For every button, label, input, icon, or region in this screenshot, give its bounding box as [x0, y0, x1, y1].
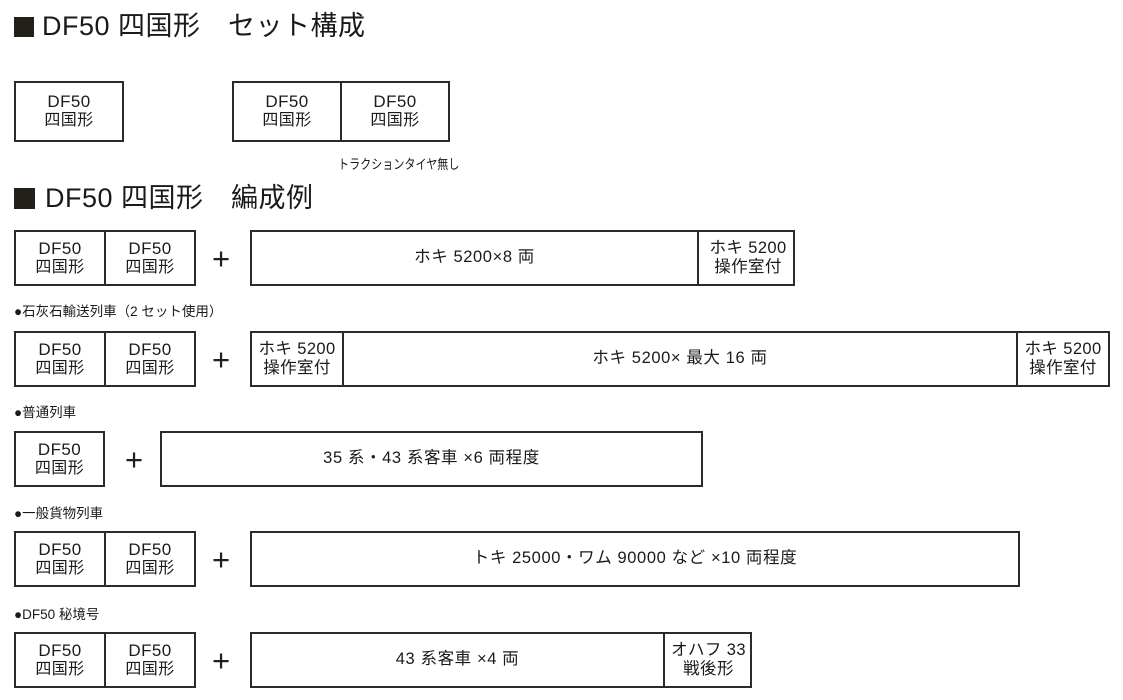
- consist-label: ホキ 5200× 最大 16 両: [592, 349, 768, 368]
- formation-row-consist: 43 系客車 ×4 両 オハフ 33 戦後形: [250, 632, 752, 688]
- formation-row-locos: DF50 四国形: [14, 431, 105, 487]
- loco-variant-label: 四国形: [34, 459, 85, 477]
- loco-cell: DF50 四国形: [234, 83, 340, 140]
- loco-variant-label: 四国形: [125, 660, 175, 678]
- loco-model-label: DF50: [47, 92, 91, 112]
- section-title-formation-examples: DF50 四国形 編成例: [45, 183, 314, 213]
- consist-label: ホキ 5200×8 両: [414, 248, 535, 267]
- consist-cell: ホキ 5200 操作室付: [697, 232, 797, 284]
- loco-variant-label: 四国形: [125, 559, 175, 577]
- set-pair-loco-box: DF50 四国形 DF50 四国形: [232, 81, 450, 142]
- formation-row-locos: DF50 四国形 DF50 四国形: [14, 632, 196, 688]
- consist-label: トキ 25000・ワム 90000 など ×10 両程度: [472, 549, 798, 568]
- loco-model-label: DF50: [128, 238, 172, 258]
- consist-label: オハフ 33: [671, 640, 746, 659]
- black-square-bullet-icon: [14, 16, 34, 37]
- traction-tire-annotation: トラクションタイヤ無し: [338, 157, 460, 172]
- loco-variant-label: 四国形: [125, 258, 175, 276]
- loco-cell: DF50 四国形: [16, 433, 103, 485]
- loco-model-label: DF50: [38, 238, 82, 258]
- loco-cell: DF50 四国形: [340, 83, 448, 140]
- loco-variant-label: 四国形: [35, 359, 85, 377]
- consist-sublabel: 操作室付: [1029, 359, 1097, 377]
- consist-sublabel: 操作室付: [263, 359, 331, 377]
- consist-cell: ホキ 5200 操作室付: [1016, 333, 1108, 385]
- loco-model-label: DF50: [38, 539, 82, 559]
- loco-variant-label: 四国形: [262, 112, 312, 130]
- consist-label: ホキ 5200: [1024, 339, 1102, 358]
- consist-cell: トキ 25000・ワム 90000 など ×10 両程度: [252, 533, 1018, 585]
- section-heading-formation-examples: DF50 四国形 編成例: [14, 185, 314, 212]
- loco-cell: DF50 四国形: [104, 634, 194, 686]
- loco-model-label: DF50: [265, 92, 309, 112]
- loco-variant-label: 四国形: [35, 660, 85, 678]
- plus-sign: +: [212, 342, 231, 377]
- formation-row-label-local-train: ●普通列車: [14, 405, 77, 420]
- loco-model-label: DF50: [37, 439, 82, 459]
- loco-model-label: DF50: [128, 339, 172, 359]
- loco-model-label: DF50: [38, 339, 82, 359]
- consist-cell: 43 系客車 ×4 両: [252, 634, 663, 686]
- consist-label: ホキ 5200: [258, 339, 336, 358]
- consist-label: 43 系客車 ×4 両: [395, 650, 520, 669]
- plus-sign: +: [125, 442, 144, 477]
- formation-row-locos: DF50 四国形 DF50 四国形: [14, 531, 196, 587]
- consist-cell: オハフ 33 戦後形: [663, 634, 752, 686]
- plus-sign: +: [212, 241, 231, 276]
- consist-sublabel: 戦後形: [683, 660, 734, 678]
- consist-cell: 35 系・43 系客車 ×6 両程度: [162, 433, 701, 485]
- black-square-bullet-icon: [14, 188, 35, 209]
- loco-cell: DF50 四国形: [16, 634, 104, 686]
- consist-sublabel: 操作室付: [714, 258, 782, 276]
- formation-row-label-limestone: ●石灰石輸送列車（2 セット使用）: [14, 304, 223, 319]
- formation-row-locos: DF50 四国形 DF50 四国形: [14, 230, 196, 286]
- loco-cell: DF50 四国形: [104, 533, 194, 585]
- loco-model-label: DF50: [128, 539, 172, 559]
- consist-label: 35 系・43 系客車 ×6 両程度: [323, 449, 540, 468]
- loco-cell: DF50 四国形: [16, 232, 104, 284]
- loco-cell: DF50 四国形: [16, 333, 104, 385]
- formation-row-consist: ホキ 5200 操作室付 ホキ 5200× 最大 16 両 ホキ 5200 操作…: [250, 331, 1110, 387]
- loco-model-label: DF50: [373, 92, 417, 112]
- formation-row-consist: トキ 25000・ワム 90000 など ×10 両程度: [250, 531, 1020, 587]
- formation-row-consist: ホキ 5200×8 両 ホキ 5200 操作室付: [250, 230, 795, 286]
- plus-sign: +: [212, 542, 231, 577]
- loco-cell: DF50 四国形: [16, 83, 122, 140]
- loco-variant-label: 四国形: [35, 258, 85, 276]
- consist-label: ホキ 5200: [709, 238, 787, 257]
- loco-model-label: DF50: [38, 640, 82, 660]
- loco-variant-label: 四国形: [370, 112, 420, 130]
- formation-row-locos: DF50 四国形 DF50 四国形: [14, 331, 196, 387]
- loco-model-label: DF50: [128, 640, 172, 660]
- consist-cell: ホキ 5200 操作室付: [252, 333, 342, 385]
- loco-cell: DF50 四国形: [16, 533, 104, 585]
- set-single-loco-box: DF50 四国形: [14, 81, 124, 142]
- loco-variant-label: 四国形: [35, 559, 85, 577]
- formation-row-consist: 35 系・43 系客車 ×6 両程度: [160, 431, 703, 487]
- section-title-set-composition: DF50 四国形 セット構成: [42, 11, 366, 41]
- loco-variant-label: 四国形: [44, 112, 94, 130]
- loco-cell: DF50 四国形: [104, 232, 194, 284]
- formation-row-label-general-freight: ●一般貨物列車: [14, 506, 104, 521]
- formation-row-label-hikyougou: ●DF50 秘境号: [14, 607, 100, 622]
- consist-cell: ホキ 5200× 最大 16 両: [342, 333, 1016, 385]
- loco-variant-label: 四国形: [125, 359, 175, 377]
- section-heading-set-composition: DF50 四国形 セット構成: [14, 13, 366, 40]
- consist-cell: ホキ 5200×8 両: [252, 232, 697, 284]
- loco-cell: DF50 四国形: [104, 333, 194, 385]
- plus-sign: +: [212, 643, 231, 678]
